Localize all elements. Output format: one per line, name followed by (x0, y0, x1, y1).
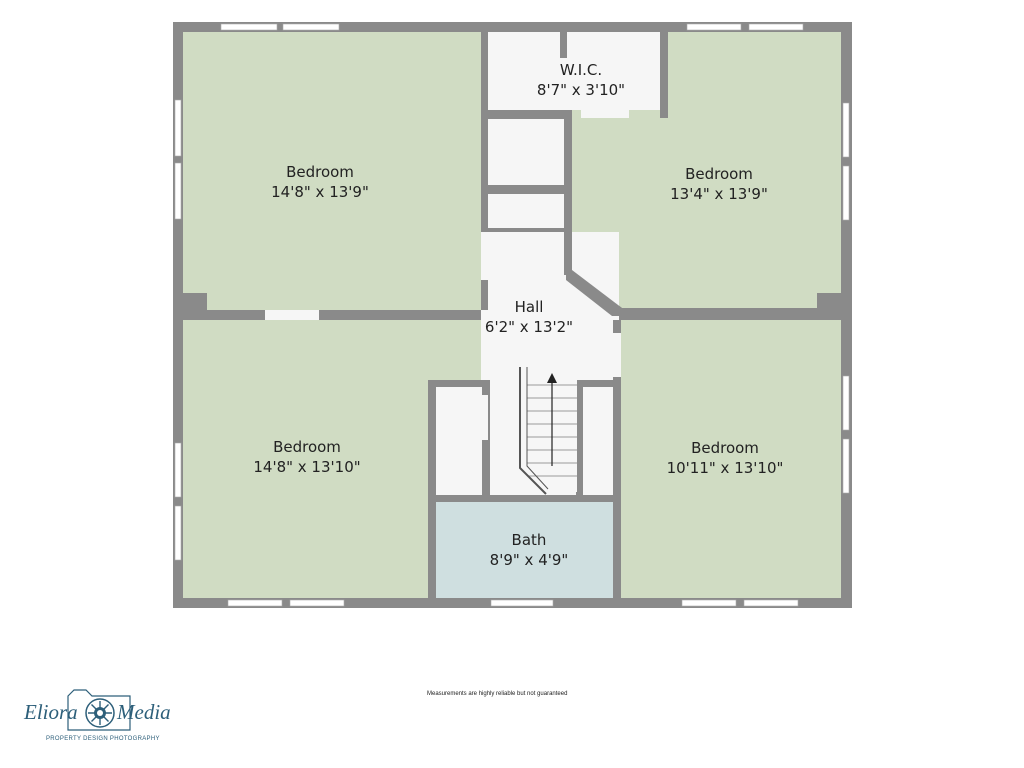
room-name: W.I.C. (559, 61, 603, 79)
door-opening (481, 395, 488, 440)
hall-floor-lower (481, 232, 619, 380)
bath-floor (436, 502, 613, 598)
room-label-wic: W.I.C. 8'7" x 3'10" (537, 60, 625, 100)
hall-wall-se (613, 320, 621, 598)
room-size: 14'8" x 13'10" (253, 458, 361, 476)
room-label-bath: Bath 8'9" x 4'9" (490, 530, 569, 570)
camera-icon (67, 689, 131, 731)
hall-wall (481, 32, 488, 310)
room-size: 6'2" x 13'2" (484, 318, 574, 336)
sw-closet-wall-top (428, 380, 482, 387)
sw-closet-wall (428, 380, 436, 598)
room-size: 14'8" x 13'9" (271, 183, 369, 201)
room-label-bedroom-nw: Bedroom 14'8" x 13'9" (271, 162, 369, 202)
disclaimer-text: Measurements are highly reliable but not… (427, 691, 568, 697)
room-name: Bedroom (685, 165, 753, 183)
hall-wall (564, 110, 572, 275)
logo-word-right: Media (117, 700, 171, 724)
windows (174, 23, 850, 607)
closet-divider (488, 228, 564, 232)
wic-floor (488, 32, 660, 110)
door-opening (581, 110, 629, 118)
room-name: Bedroom (691, 439, 759, 457)
wall-post (817, 293, 841, 310)
door-opening (613, 333, 621, 377)
closet-divider (488, 185, 564, 194)
room-size: 8'7" x 3'10" (536, 81, 626, 99)
room-label-bedroom-se: Bedroom 10'11" x 13'10" (667, 438, 784, 478)
room-name: Hall (514, 298, 544, 316)
closet-divider (488, 110, 572, 119)
wic-wall (660, 32, 668, 118)
room-name: Bath (511, 531, 547, 549)
closet-floor (488, 119, 564, 185)
room-label-bedroom-sw: Bedroom 14'8" x 13'10" (253, 437, 360, 477)
room-label-bedroom-ne: Bedroom 13'4" x 13'9" (670, 164, 768, 204)
logo-word-left: Eliora (24, 700, 78, 724)
hall-angled-wall (566, 270, 622, 316)
door-opening (265, 310, 319, 320)
door-opening (481, 232, 488, 280)
bedroom-divider (621, 310, 841, 320)
room-name: Bedroom (273, 438, 341, 456)
bedroom-nw-floor (183, 32, 481, 310)
staircase (519, 367, 577, 495)
closet-floor (488, 194, 564, 228)
room-label-hall: Hall 6'2" x 13'2" (485, 297, 573, 337)
stair-arrow-icon (547, 373, 557, 383)
wic-wall (560, 32, 567, 58)
stair-closet-floor (583, 387, 613, 495)
stair-closet-wall-top (576, 380, 613, 387)
bedroom-se-floor (621, 320, 841, 598)
room-size: 13'4" x 13'9" (670, 185, 768, 203)
bath-wall-top (436, 495, 613, 502)
room-size: 8'9" x 4'9" (489, 551, 569, 569)
wall-post (183, 293, 207, 310)
room-name: Bedroom (286, 163, 354, 181)
stair-closet-wall (576, 380, 583, 495)
room-size: 10'11" x 13'10" (666, 459, 784, 477)
logo-tagline: PROPERTY DESIGN PHOTOGRAPHY (46, 736, 160, 742)
brand-logo: Eliora Media PROPERTY DESIGN PHOTOGRAPHY (24, 686, 184, 748)
sw-closet-floor (436, 387, 482, 495)
bedroom-divider (183, 310, 481, 320)
bedroom-ne-floor-upper (668, 32, 841, 112)
